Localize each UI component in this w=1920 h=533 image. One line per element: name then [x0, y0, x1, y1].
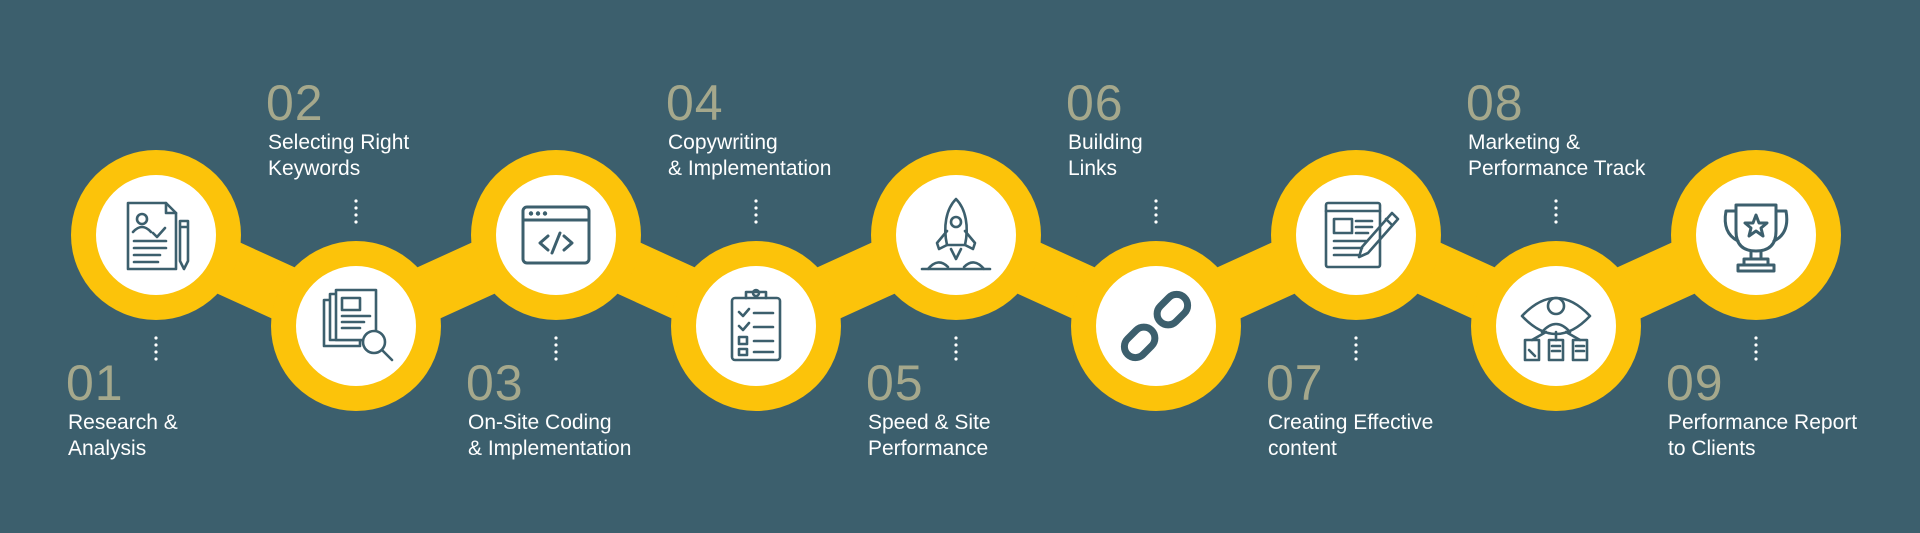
step-label: Research & Analysis: [68, 411, 178, 460]
dotted-connector: [954, 350, 958, 354]
dotted-connector: [1354, 336, 1358, 340]
dotted-connector: [1354, 350, 1358, 354]
step-label: Performance Report to Clients: [1668, 411, 1858, 460]
step-label: Creating Effective content: [1268, 411, 1434, 460]
step-label: Copywriting & Implementation: [668, 131, 832, 180]
dotted-connector: [1354, 357, 1358, 361]
step-number: 02: [266, 75, 324, 131]
step-circle: [896, 175, 1016, 295]
dotted-connector: [954, 357, 958, 361]
dotted-connector: [1354, 343, 1358, 347]
dotted-connector: [154, 343, 158, 347]
step-number: 03: [466, 355, 524, 411]
dotted-connector: [1154, 199, 1158, 203]
step-circle: [496, 175, 616, 295]
dotted-connector: [554, 336, 558, 340]
dotted-connector: [754, 199, 758, 203]
dotted-connector: [354, 199, 358, 203]
step-label: On-Site Coding & Implementation: [468, 411, 632, 460]
dotted-connector: [154, 350, 158, 354]
step-circle: [1096, 266, 1216, 386]
step-label: Marketing & Performance Track: [1468, 131, 1646, 180]
dotted-connector: [1754, 336, 1758, 340]
dotted-connector: [154, 336, 158, 340]
step-label: Selecting Right Keywords: [268, 131, 410, 180]
step-number: 09: [1666, 355, 1724, 411]
dotted-connector: [1154, 206, 1158, 210]
dotted-connector: [554, 350, 558, 354]
dotted-connector: [1754, 350, 1758, 354]
step-label: Speed & Site Performance: [868, 411, 991, 460]
dotted-connector: [554, 343, 558, 347]
dotted-connector: [1154, 220, 1158, 224]
dotted-connector: [1554, 206, 1558, 210]
step-number: 04: [666, 75, 724, 131]
step-number: 06: [1066, 75, 1124, 131]
dotted-connector: [954, 343, 958, 347]
dotted-connector: [554, 357, 558, 361]
step-number: 08: [1466, 75, 1524, 131]
dotted-connector: [1754, 343, 1758, 347]
step-number: 01: [66, 355, 124, 411]
step-label: Building Links: [1068, 131, 1143, 180]
step-circle: [1696, 175, 1816, 295]
step-circle: [1296, 175, 1416, 295]
step-number: 07: [1266, 355, 1324, 411]
dotted-connector: [1554, 213, 1558, 217]
dotted-connector: [1154, 213, 1158, 217]
dotted-connector: [754, 213, 758, 217]
step-circle: [1496, 266, 1616, 386]
dotted-connector: [154, 357, 158, 361]
dotted-connector: [354, 213, 358, 217]
dotted-connector: [1554, 199, 1558, 203]
dotted-connector: [354, 206, 358, 210]
dotted-connector: [754, 220, 758, 224]
dotted-connector: [954, 336, 958, 340]
dotted-connector: [354, 220, 358, 224]
dotted-connector: [1754, 357, 1758, 361]
step-number: 05: [866, 355, 924, 411]
dotted-connector: [754, 206, 758, 210]
dotted-connector: [1554, 220, 1558, 224]
